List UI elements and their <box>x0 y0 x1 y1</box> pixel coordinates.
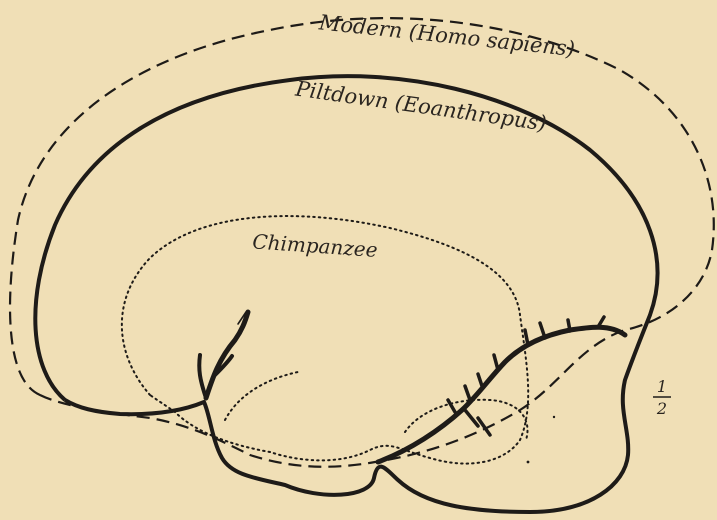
ink-speck-mid <box>553 416 555 418</box>
label-chimpanzee: Chimpanzee <box>252 229 379 262</box>
chimpanzee-inner-lobe <box>225 372 298 420</box>
scale-denominator: 2 <box>656 399 667 418</box>
piltdown-sulcus-left-branch <box>199 355 232 398</box>
piltdown-sulcus-right <box>378 327 625 462</box>
piltdown-sulcus-left <box>206 312 248 398</box>
ink-speck-right <box>527 461 530 464</box>
piltdown-outline <box>35 76 657 512</box>
label-piltdown: Piltdown (Eoanthropus) <box>293 76 548 135</box>
scale-numerator: 1 <box>657 377 667 396</box>
label-modern: Modern (Homo sapiens) <box>317 10 576 61</box>
